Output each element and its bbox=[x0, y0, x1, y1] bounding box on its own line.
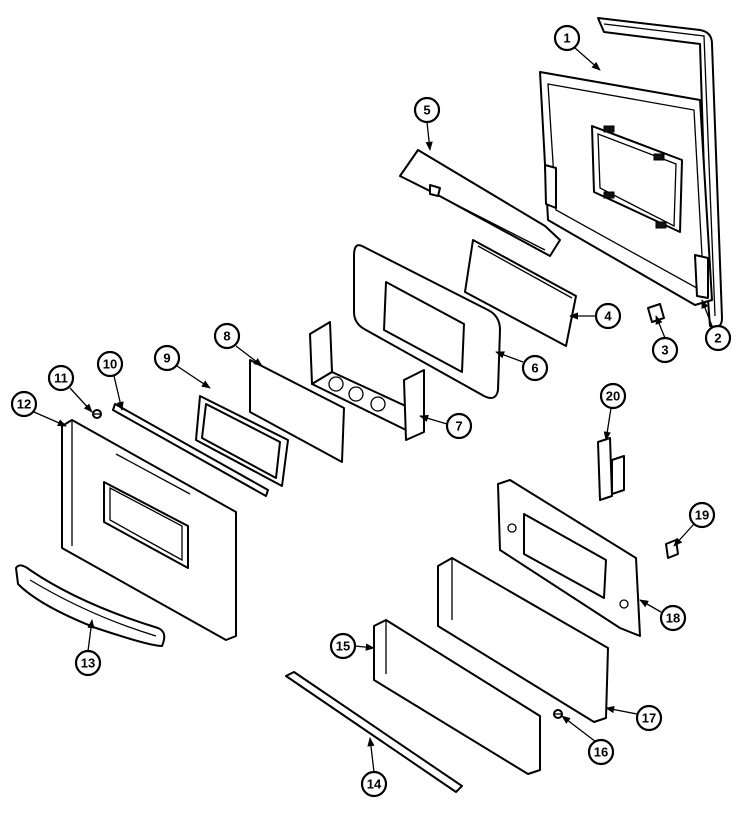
svg-text:3: 3 bbox=[661, 343, 668, 358]
callout-15: 15 bbox=[329, 632, 357, 660]
leader-line-12 bbox=[33, 411, 67, 427]
callout-11: 11 bbox=[47, 364, 75, 392]
leader-line-17 bbox=[605, 705, 638, 715]
callout-7: 7 bbox=[445, 412, 473, 440]
glass-frame-drawing bbox=[195, 395, 289, 487]
leader-line-7 bbox=[419, 414, 448, 425]
callout-18: 18 bbox=[659, 604, 687, 632]
leader-line-13 bbox=[87, 619, 95, 652]
leader-line-9 bbox=[176, 365, 211, 389]
leader-line-19 bbox=[673, 523, 695, 547]
leader-line-6 bbox=[495, 351, 524, 363]
svg-text:2: 2 bbox=[714, 331, 721, 346]
leader-line-20 bbox=[603, 407, 612, 441]
svg-text:12: 12 bbox=[17, 397, 31, 412]
svg-text:19: 19 bbox=[695, 508, 709, 523]
insulation-channel-drawing bbox=[309, 321, 425, 441]
callout-9: 9 bbox=[153, 344, 181, 372]
svg-text:5: 5 bbox=[423, 103, 430, 118]
svg-text:15: 15 bbox=[336, 639, 350, 654]
clip-drawing bbox=[647, 303, 665, 323]
svg-text:7: 7 bbox=[455, 419, 462, 434]
svg-text:9: 9 bbox=[163, 351, 170, 366]
svg-text:6: 6 bbox=[531, 361, 538, 376]
callout-1: 1 bbox=[553, 24, 581, 52]
drawer-screw-drawing bbox=[553, 709, 563, 719]
drawer-panel-drawing bbox=[437, 557, 609, 723]
leader-line-5 bbox=[425, 121, 433, 151]
callout-6: 6 bbox=[521, 354, 549, 382]
callout-20: 20 bbox=[599, 382, 627, 410]
outer-door-drawing bbox=[61, 419, 237, 641]
svg-text:11: 11 bbox=[54, 371, 68, 386]
callout-8: 8 bbox=[213, 322, 241, 350]
svg-text:8: 8 bbox=[223, 329, 230, 344]
callout-12: 12 bbox=[10, 390, 38, 418]
door-handle-drawing bbox=[15, 564, 166, 647]
leader-line-15 bbox=[354, 643, 375, 651]
drawer-front-drawing bbox=[373, 619, 541, 775]
leader-line-14 bbox=[367, 737, 375, 773]
leader-line-3 bbox=[655, 315, 666, 339]
callout-5: 5 bbox=[413, 96, 441, 124]
leader-line-18 bbox=[639, 599, 662, 613]
svg-text:1: 1 bbox=[563, 31, 570, 46]
callout-14: 14 bbox=[360, 770, 388, 798]
screw-drawing bbox=[92, 409, 102, 419]
leader-line-10 bbox=[113, 375, 124, 411]
hinge-drawing bbox=[597, 437, 625, 501]
trim-strip-drawing bbox=[285, 671, 463, 793]
glass-drawing bbox=[249, 359, 345, 463]
drawer-bracket-drawing bbox=[497, 479, 641, 637]
svg-text:14: 14 bbox=[367, 777, 382, 792]
svg-text:17: 17 bbox=[642, 711, 656, 726]
callout-2: 2 bbox=[704, 324, 732, 352]
leader-line-1 bbox=[574, 47, 601, 71]
callout-13: 13 bbox=[74, 649, 102, 677]
door-strip-drawing bbox=[112, 403, 269, 497]
svg-text:20: 20 bbox=[606, 389, 620, 404]
callout-10: 10 bbox=[96, 350, 124, 378]
leader-line-8 bbox=[235, 345, 263, 367]
callout-4: 4 bbox=[594, 302, 622, 330]
svg-text:16: 16 bbox=[594, 745, 608, 760]
leader-line-2 bbox=[701, 299, 713, 327]
svg-text:4: 4 bbox=[604, 309, 612, 324]
svg-text:13: 13 bbox=[81, 656, 95, 671]
leader-line-11 bbox=[69, 387, 93, 413]
svg-text:18: 18 bbox=[666, 611, 680, 626]
callout-3: 3 bbox=[651, 336, 679, 364]
callout-16: 16 bbox=[587, 738, 615, 766]
inner-door-panel-drawing bbox=[539, 71, 713, 306]
glass-panel-drawing bbox=[464, 239, 577, 347]
callout-17: 17 bbox=[635, 704, 663, 732]
leader-lines bbox=[33, 47, 713, 773]
inner-frame-drawing bbox=[353, 244, 501, 399]
door-trim-drawing bbox=[399, 149, 561, 257]
svg-text:10: 10 bbox=[103, 357, 117, 372]
callout-19: 19 bbox=[688, 501, 716, 529]
leader-line-16 bbox=[561, 715, 597, 743]
